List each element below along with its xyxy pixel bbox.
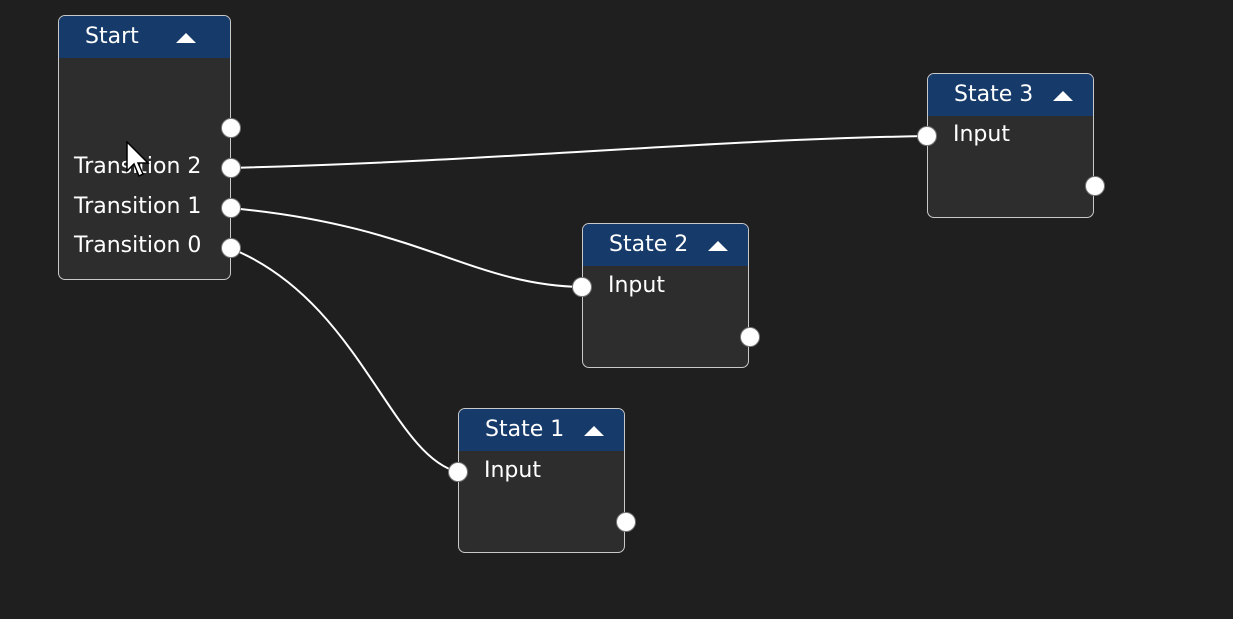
state-2-input-port[interactable] xyxy=(572,277,592,297)
collapse-triangle-icon[interactable] xyxy=(708,241,728,251)
state-2-output-port[interactable] xyxy=(740,327,760,347)
wire-transition-1-to-state-2 xyxy=(229,207,583,288)
state-3-input-label: Input xyxy=(953,122,1010,147)
state-3-node-header[interactable]: State 3 xyxy=(928,74,1093,116)
node-title: State 3 xyxy=(954,82,1034,107)
transition-2-output-port[interactable] xyxy=(221,158,241,178)
state-1-node[interactable]: State 1 xyxy=(458,408,625,553)
state-3-node[interactable]: State 3 xyxy=(927,73,1094,218)
collapse-triangle-icon[interactable] xyxy=(584,426,604,436)
start-node-header[interactable]: Start xyxy=(59,16,230,58)
state-1-input-port[interactable] xyxy=(448,462,468,482)
transition-1-label: Transition 1 xyxy=(74,194,202,219)
wire-transition-0-to-state-1 xyxy=(229,247,459,473)
collapse-triangle-icon[interactable] xyxy=(176,33,196,43)
node-title: State 2 xyxy=(609,232,689,257)
node-title: State 1 xyxy=(485,417,565,442)
state-2-input-label: Input xyxy=(608,273,665,298)
transition-0-output-port[interactable] xyxy=(221,238,241,258)
state-2-node[interactable]: State 2 xyxy=(582,223,749,368)
node-title: Start xyxy=(85,24,139,49)
wire-transition-2-to-state-3 xyxy=(229,135,928,169)
mouse-pointer-icon xyxy=(126,141,150,178)
state-1-input-label: Input xyxy=(484,458,541,483)
start-output-port-empty[interactable] xyxy=(221,118,241,138)
state-3-output-port[interactable] xyxy=(1085,176,1105,196)
state-2-node-header[interactable]: State 2 xyxy=(583,224,748,266)
collapse-triangle-icon[interactable] xyxy=(1053,91,1073,101)
state-3-input-port[interactable] xyxy=(917,126,937,146)
start-node[interactable]: Start xyxy=(58,15,231,280)
state-1-node-header[interactable]: State 1 xyxy=(459,409,624,451)
transition-0-label: Transition 0 xyxy=(74,233,202,258)
transition-1-output-port[interactable] xyxy=(221,198,241,218)
state-1-output-port[interactable] xyxy=(616,512,636,532)
